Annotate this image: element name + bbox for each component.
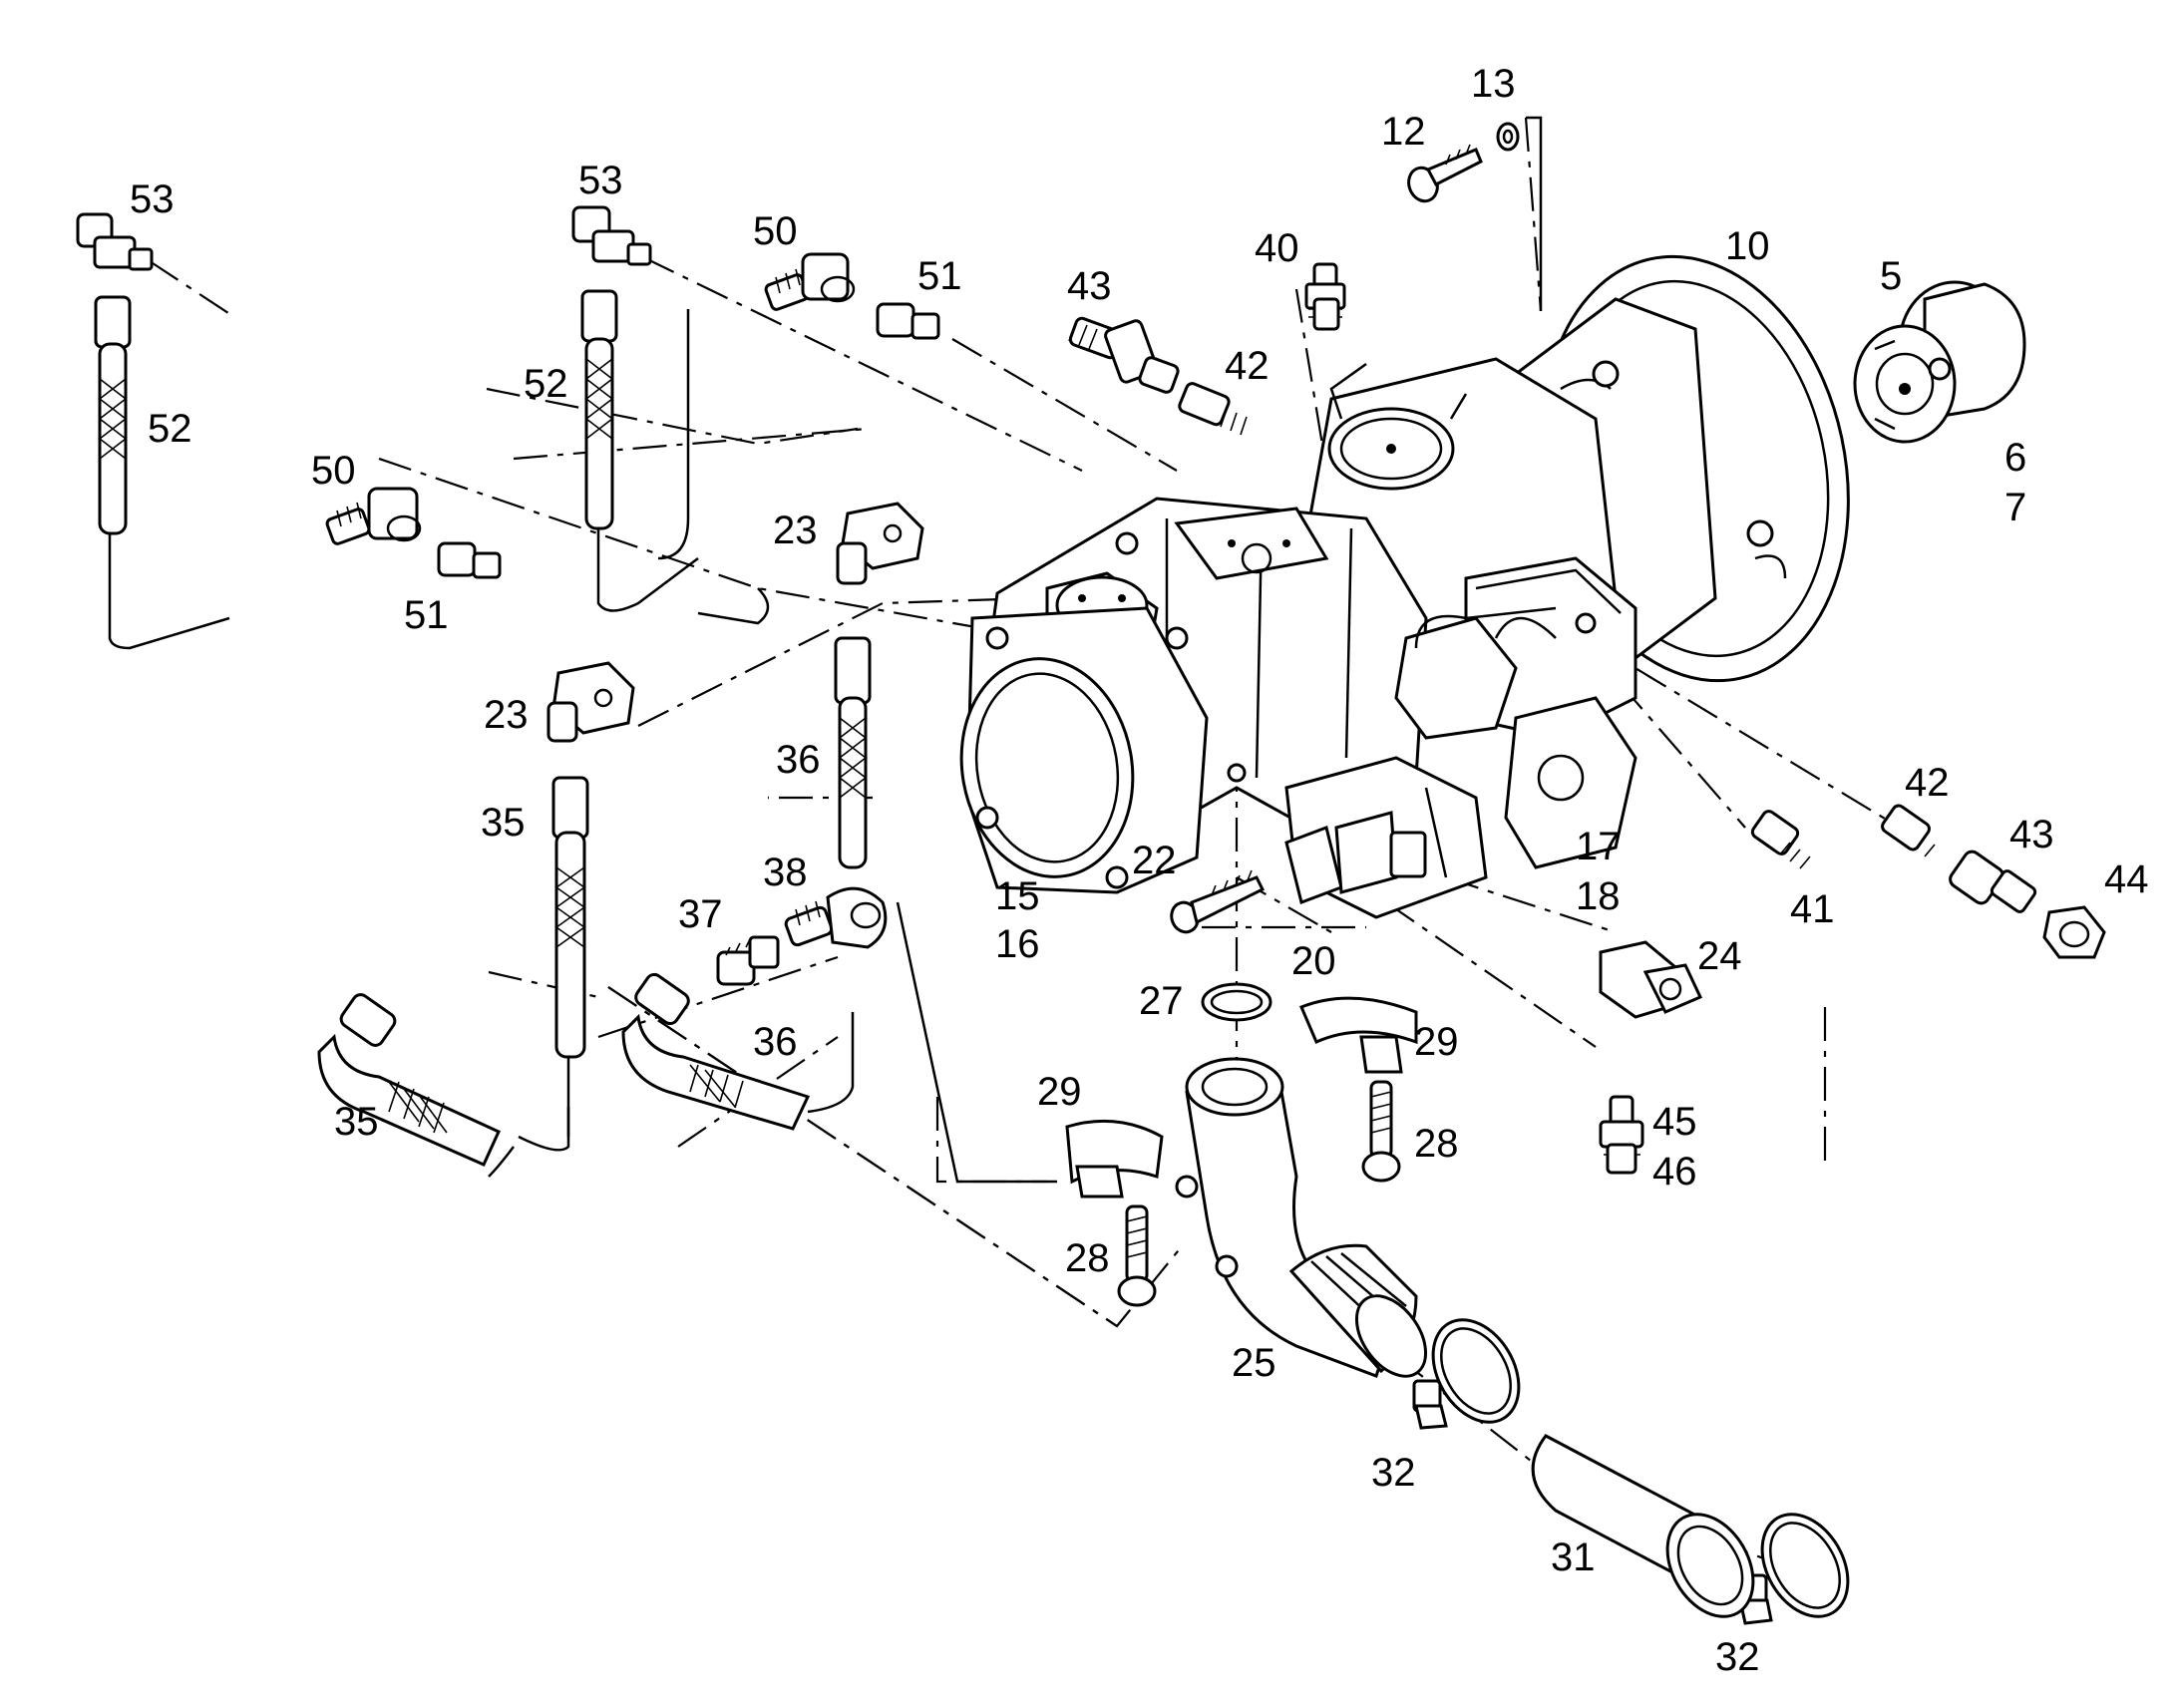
callout-51: 51 — [917, 254, 962, 298]
callout-35: 35 — [334, 1100, 379, 1144]
callout-27: 27 — [1139, 979, 1184, 1023]
callout-50: 50 — [311, 449, 356, 493]
callout-36: 36 — [753, 1020, 798, 1064]
callout-29: 29 — [1414, 1020, 1459, 1064]
fitting-40 — [1304, 262, 1346, 331]
callout-43: 43 — [2009, 813, 2054, 856]
callout-7: 7 — [2004, 486, 2026, 529]
elbow-fitting-50-top — [764, 252, 856, 311]
fitting-45 — [1599, 1095, 1644, 1175]
callout-41: 41 — [1790, 887, 1835, 931]
fitting-24 — [1599, 940, 1703, 1019]
fitting-23-lower — [546, 661, 635, 743]
front-pump-flange — [959, 606, 1209, 894]
callout-15: 15 — [995, 874, 1040, 918]
callout-29: 29 — [1037, 1070, 1082, 1114]
hose-52-top — [580, 289, 618, 530]
adapter-42-right — [1881, 804, 1936, 857]
hose-35-vertical — [551, 776, 589, 1059]
callout-36: 36 — [776, 738, 821, 782]
pump-transmission-assembly — [959, 254, 1850, 919]
screw-22 — [1170, 869, 1266, 934]
callout-18: 18 — [1576, 874, 1621, 918]
adapter-51-left — [437, 541, 502, 579]
callout-28: 28 — [1065, 1236, 1110, 1280]
hose-clamp-32-lower — [1738, 1513, 1850, 1625]
callout-6: 6 — [2004, 436, 2026, 480]
callout-24: 24 — [1697, 934, 1742, 978]
callout-45: 45 — [1652, 1100, 1697, 1144]
callout-40: 40 — [1255, 226, 1299, 270]
adapter-51-top — [876, 302, 940, 340]
callout-43: 43 — [1067, 264, 1112, 308]
clamp-half-29-left — [1065, 1119, 1164, 1198]
callout-35: 35 — [481, 801, 526, 845]
tee-fitting-53-left — [76, 212, 154, 271]
hose-sleeve-31 — [1531, 1434, 1755, 1618]
callout-16: 16 — [995, 922, 1040, 966]
callout-50: 50 — [753, 209, 798, 253]
gear-pump — [1284, 756, 1488, 919]
suction-elbow-25 — [1175, 1057, 1428, 1378]
callout-32: 32 — [1715, 1635, 1760, 1679]
callout-53: 53 — [130, 177, 175, 221]
callout-13: 13 — [1471, 62, 1516, 106]
coupling-5 — [1853, 280, 2026, 444]
elbow-fitting-38 — [784, 886, 888, 949]
screw-12 — [1407, 144, 1483, 203]
callout-28: 28 — [1414, 1122, 1459, 1166]
control-valve-block — [1394, 556, 1637, 869]
callout-labels: 13 12 53 53 50 51 43 40 10 5 52 52 42 6 … — [130, 62, 2149, 1679]
callout-44: 44 — [2104, 857, 2149, 901]
tee-fitting-43-top — [1068, 316, 1180, 394]
callout-17: 17 — [1576, 825, 1621, 868]
tee-fitting-43-right — [1949, 850, 2037, 913]
callout-42: 42 — [1225, 344, 1270, 388]
callout-32: 32 — [1371, 1451, 1416, 1495]
screw-28-right — [1361, 1080, 1401, 1183]
fitting-41 — [1750, 810, 1811, 869]
callout-12: 12 — [1381, 110, 1426, 154]
callout-51: 51 — [404, 593, 449, 637]
adapter-42-top — [1178, 382, 1248, 436]
o-ring-27 — [1201, 982, 1272, 1022]
callout-37: 37 — [678, 892, 723, 936]
connection-lines — [108, 116, 1543, 1184]
clamp-half-29-right — [1299, 996, 1418, 1074]
callout-31: 31 — [1551, 1536, 1596, 1579]
hose-36-upper — [834, 636, 872, 869]
callout-5: 5 — [1880, 254, 1902, 298]
tee-fitting-53-top — [571, 205, 652, 266]
callout-23: 23 — [484, 693, 529, 737]
adapter-37 — [716, 935, 780, 986]
hose-clamp-32-upper — [1412, 1318, 1521, 1430]
callout-20: 20 — [1291, 939, 1336, 983]
callout-42: 42 — [1905, 761, 1950, 805]
screw-28-left — [1117, 1204, 1157, 1307]
callout-52: 52 — [524, 362, 568, 406]
callout-38: 38 — [763, 851, 808, 894]
nut-44 — [2042, 905, 2106, 959]
callout-52: 52 — [148, 407, 192, 451]
callout-23: 23 — [773, 509, 818, 552]
washer-13 — [1496, 122, 1520, 152]
fitting-23-upper — [836, 502, 924, 585]
callout-53: 53 — [578, 159, 623, 202]
hose-36-elbow — [621, 972, 811, 1131]
callout-25: 25 — [1232, 1341, 1276, 1385]
elbow-fitting-50-left — [325, 487, 422, 545]
callout-22: 22 — [1132, 839, 1177, 882]
callout-46: 46 — [1652, 1150, 1697, 1194]
hose-35-elbow — [317, 993, 501, 1167]
hose-52-left — [94, 295, 132, 535]
callout-10: 10 — [1725, 224, 1770, 268]
